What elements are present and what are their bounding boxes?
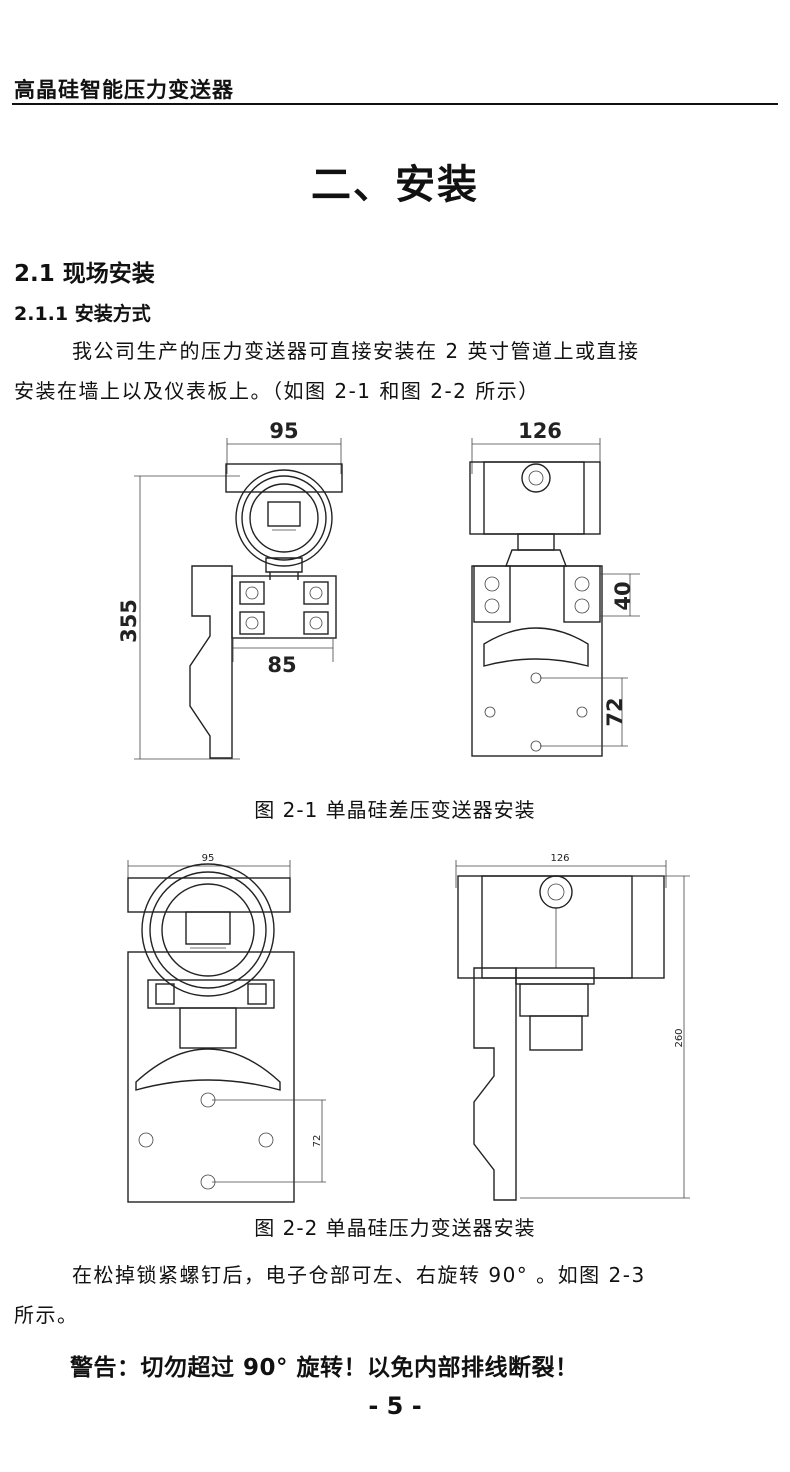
figure-2-1-caption: 图 2-1 单晶硅差压变送器安装 (254, 798, 536, 822)
section-title: 2.1 现场安装 (14, 261, 155, 287)
document-header: 高晶硅智能压力变送器 (14, 78, 234, 102)
fig2-front-view: 95 72 (127, 853, 326, 1203)
fig1-dim-355: 355 (117, 599, 141, 643)
chapter-title: 二、安装 (311, 162, 479, 208)
fig1-front-view: 95 355 85 (117, 419, 343, 760)
fig1-dim-85: 85 (267, 653, 296, 677)
fig1-side-view: 126 40 72 (469, 419, 640, 757)
fig1-dim-95: 95 (269, 419, 298, 443)
body-line-2: 所示。 (14, 1303, 79, 1327)
page-number: - 5 - (368, 1392, 422, 1420)
fig2-dim-260: 260 (674, 1028, 685, 1047)
header-rule (12, 103, 778, 105)
figure-2-2-caption: 图 2-2 单晶硅压力变送器安装 (254, 1216, 536, 1240)
subsection-title: 2.1.1 安装方式 (14, 303, 151, 325)
fig2-dim-126: 126 (550, 853, 569, 864)
intro-line-1: 我公司生产的压力变送器可直接安装在 2 英寸管道上或直接 (72, 339, 640, 363)
body-line-1: 在松掉锁紧螺钉后，电子仓部可左、右旋转 90° 。如图 2-3 (72, 1263, 646, 1287)
figure-2-1-drawing: 95 355 85 126 (117, 419, 640, 760)
fig2-side-view: 126 260 (455, 853, 690, 1201)
fig1-dim-40: 40 (611, 581, 635, 610)
intro-line-2: 安装在墙上以及仪表板上。（如图 2-1 和图 2-2 所示） (14, 379, 540, 403)
fig1-dim-72: 72 (603, 697, 627, 726)
figure-2-2-drawing: 95 72 126 (127, 853, 690, 1203)
fig2-dim-72: 72 (312, 1135, 323, 1148)
fig2-dim-95: 95 (202, 853, 215, 864)
fig1-dim-126: 126 (518, 419, 562, 443)
warning-text: 警告：切勿超过 90° 旋转！以免内部排线断裂！ (70, 1355, 579, 1381)
